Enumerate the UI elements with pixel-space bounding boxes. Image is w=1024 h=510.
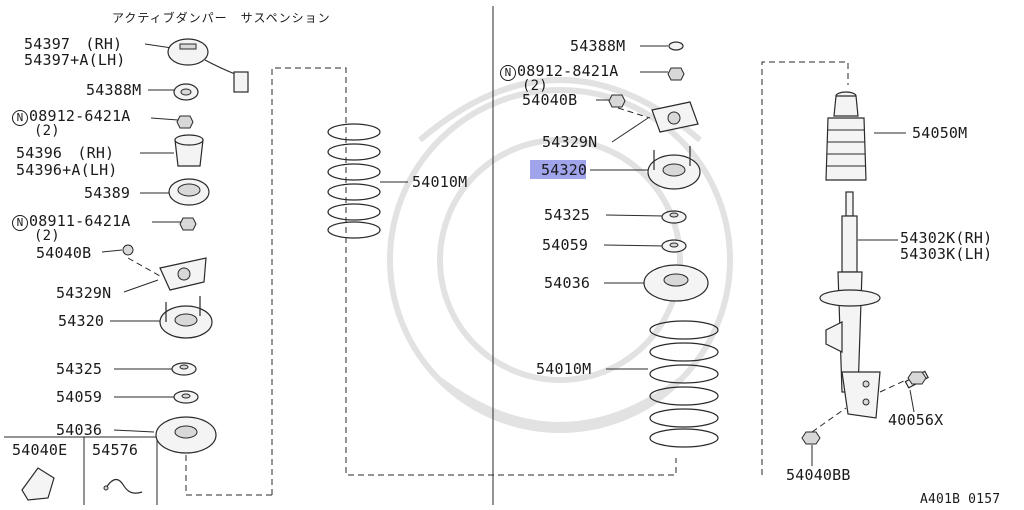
label-54389[interactable]: 54389 [84, 184, 131, 202]
inset-label-54040e[interactable]: 54040E [12, 441, 68, 459]
label-08911-number: 08911-6421A [29, 212, 131, 230]
inset-parts [21, 467, 143, 501]
right-parts [608, 41, 929, 448]
n-circle-mark: N [500, 65, 516, 81]
label-54303k-lh[interactable]: 54303K(LH) [900, 245, 993, 263]
diagram-code: A401B 0157 [920, 492, 1001, 507]
label-54302k-rh[interactable]: 54302K(RH) [900, 229, 993, 247]
label-08911-qty: (2) [34, 228, 60, 244]
label-54325-right[interactable]: 54325 [544, 206, 591, 224]
label-54397-lh[interactable]: 54397+A(LH) [24, 51, 126, 69]
label-08912-right-qty: (2) [522, 78, 548, 94]
label-54397-rh[interactable]: 54397 (RH) [24, 35, 123, 53]
left-leaders [101, 43, 408, 433]
label-54036-right[interactable]: 54036 [544, 274, 591, 292]
left-assembly-dash [271, 67, 677, 495]
label-08912-left-number: 08912-6421A [29, 107, 131, 125]
label-54010m-right[interactable]: 54010M [536, 360, 592, 378]
label-54010m-left[interactable]: 54010M [412, 173, 468, 191]
label-54036-left[interactable]: 54036 [56, 421, 103, 439]
left-bottom-dash [185, 455, 272, 496]
label-54040b-left[interactable]: 54040B [36, 244, 92, 262]
label-40056x[interactable]: 40056X [888, 411, 944, 429]
label-54320-left[interactable]: 54320 [58, 312, 105, 330]
label-54329n-right[interactable]: 54329N [542, 133, 598, 151]
left-parts [122, 38, 381, 454]
label-54325-left[interactable]: 54325 [56, 360, 103, 378]
label-54320-right[interactable]: 54320 [541, 161, 588, 179]
label-08912-right-number: 08912-8421A [517, 62, 619, 80]
watermark [387, 77, 733, 433]
n-circle-mark: N [12, 215, 28, 231]
label-54396-rh[interactable]: 54396 (RH) [16, 144, 115, 162]
label-54388m-right[interactable]: 54388M [570, 37, 626, 55]
label-54396-lh[interactable]: 54396+A(LH) [16, 161, 118, 179]
label-54329n-left[interactable]: 54329N [56, 284, 112, 302]
diagram-title: アクティブダンパー サスペンション [112, 11, 331, 25]
inset-label-54576[interactable]: 54576 [92, 441, 139, 459]
label-54040bb[interactable]: 54040BB [786, 466, 851, 484]
n-circle-mark: N [12, 110, 28, 126]
label-54050m[interactable]: 54050M [912, 124, 968, 142]
label-54388m-left[interactable]: 54388M [86, 81, 142, 99]
label-54059-right[interactable]: 54059 [542, 236, 589, 254]
label-08912-left-qty: (2) [34, 123, 60, 139]
right-leaders [590, 45, 915, 466]
right-assembly-dash [761, 61, 849, 475]
label-54040b-right[interactable]: 54040B [522, 91, 578, 109]
label-54059-left[interactable]: 54059 [56, 388, 103, 406]
selected-part-highlight[interactable] [530, 160, 586, 179]
